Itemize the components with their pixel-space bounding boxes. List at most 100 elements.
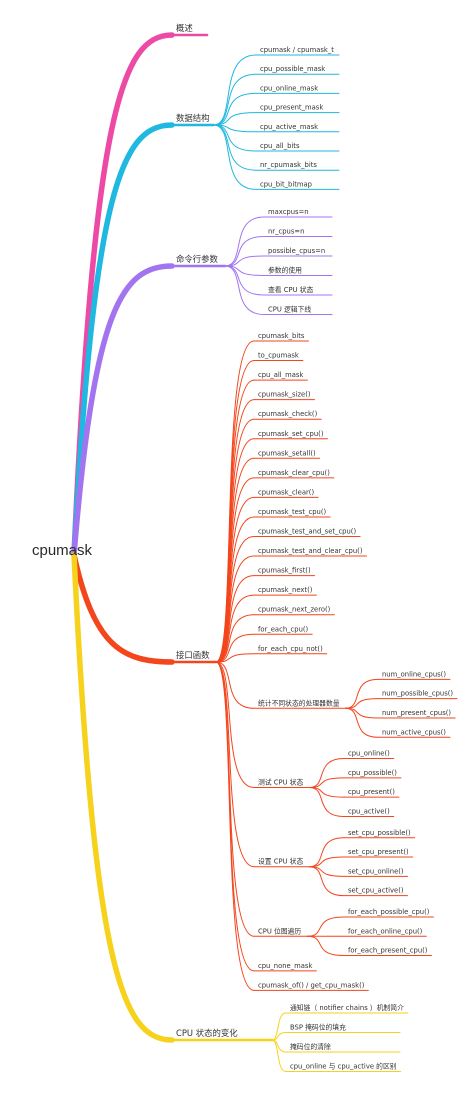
sub-leaf-topic[interactable]: cpu_present() — [348, 788, 395, 796]
sub-leaf-connector — [308, 866, 345, 897]
leaf-topic[interactable]: cpumask_first() — [258, 567, 311, 575]
leaf-connector — [271, 1012, 287, 1041]
leaf-topic[interactable]: cpu_none_mask — [258, 962, 312, 970]
leaf-connector — [215, 661, 255, 991]
leaf-connector — [215, 536, 255, 663]
leaf-topic[interactable]: cpu_all_bits — [260, 142, 300, 150]
leaf-topic[interactable]: cpumask_setall() — [258, 449, 316, 457]
branch-topic[interactable]: 命令行参数 — [176, 254, 218, 264]
leaf-topic[interactable]: cpumask / cpumask_t — [260, 46, 334, 54]
leaf-connector — [215, 661, 255, 868]
leaf-topic[interactable]: 查看 CPU 状态 — [268, 285, 314, 294]
branch-connector — [72, 553, 174, 1042]
sub-topic[interactable]: 设置 CPU 状态 — [258, 857, 304, 866]
sub-leaf-topic[interactable]: set_cpu_present() — [348, 848, 409, 856]
sub-leaf-topic[interactable]: num_possible_cpus() — [382, 690, 453, 698]
sub-leaf-connector — [308, 758, 345, 788]
sub-leaf-connector — [308, 837, 345, 868]
leaf-topic[interactable]: to_cpumask — [258, 352, 299, 360]
leaf-topic[interactable]: cpu_online 与 cpu_active 的区别 — [290, 1062, 397, 1071]
leaf-topic[interactable]: cpu_possible_mask — [260, 65, 325, 73]
leaf-topic[interactable]: cpu_bit_bitmap — [260, 180, 312, 188]
sub-leaf-topic[interactable]: for_each_possible_cpu() — [348, 908, 430, 916]
leaf-topic[interactable]: 通知链（ notifier chains ）机制简介 — [290, 1003, 404, 1012]
leaf-topic[interactable]: 掩码位的清除 — [290, 1042, 331, 1051]
sub-leaf-connector — [308, 787, 345, 817]
leaf-connector — [213, 73, 257, 126]
leaf-connector — [215, 661, 255, 788]
leaf-topic[interactable]: cpumask_clear_cpu() — [258, 469, 330, 477]
leaf-topic[interactable]: cpumask_of() / get_cpu_mask() — [258, 981, 365, 989]
leaf-connector — [224, 265, 265, 296]
branch-connector — [72, 264, 174, 557]
branch-connector — [72, 553, 174, 664]
sub-leaf-connector — [345, 678, 379, 709]
leaf-connector — [213, 54, 257, 126]
sub-leaf-topic[interactable]: for_each_online_cpu() — [348, 927, 423, 935]
leaf-topic[interactable]: cpumask_next_zero() — [258, 606, 331, 614]
leaf-topic[interactable]: for_each_cpu_not() — [258, 645, 323, 653]
sub-topic[interactable]: 测试 CPU 状态 — [258, 778, 304, 787]
leaf-topic[interactable]: cpumask_clear() — [258, 488, 314, 496]
leaf-topic[interactable]: cpumask_bits — [258, 332, 305, 340]
leaf-topic[interactable]: cpu_active_mask — [260, 123, 318, 131]
leaf-connector — [213, 124, 257, 190]
leaf-connector — [215, 575, 255, 663]
sub-leaf-connector — [306, 935, 345, 957]
sub-leaf-topic[interactable]: cpu_possible() — [348, 769, 397, 777]
branch-topic[interactable]: 数据结构 — [176, 113, 210, 123]
leaf-connector — [215, 661, 255, 709]
leaf-connector — [215, 653, 255, 663]
leaf-topic[interactable]: nr_cpus=n — [268, 228, 304, 236]
leaf-topic[interactable]: cpumask_size() — [258, 391, 311, 399]
leaf-topic[interactable]: cpumask_test_and_set_cpu() — [258, 528, 356, 536]
branch-topic[interactable]: 接口函数 — [176, 650, 210, 660]
sub-leaf-topic[interactable]: set_cpu_active() — [348, 887, 404, 895]
leaf-topic[interactable]: possible_cpus=n — [268, 247, 325, 255]
leaf-connector — [215, 594, 255, 663]
sub-leaf-topic[interactable]: set_cpu_online() — [348, 867, 404, 875]
leaf-topic[interactable]: nr_cpumask_bits — [260, 161, 317, 169]
leaf-connector — [224, 255, 265, 267]
leaf-topic[interactable]: for_each_cpu() — [258, 625, 309, 633]
sub-leaf-topic[interactable]: cpu_online() — [348, 750, 390, 758]
leaf-topic[interactable]: maxcpus=n — [268, 208, 309, 216]
root-topic[interactable]: cpumask — [32, 542, 93, 559]
sub-leaf-topic[interactable]: cpu_active() — [348, 807, 390, 815]
leaf-connector — [215, 661, 255, 937]
sub-leaf-topic[interactable]: num_active_cpus() — [382, 728, 446, 736]
sub-leaf-topic[interactable]: for_each_present_cpu() — [348, 947, 428, 955]
leaf-topic[interactable]: cpumask_test_and_clear_cpu() — [258, 547, 363, 555]
leaf-topic[interactable]: cpu_online_mask — [260, 84, 318, 92]
sub-leaf-topic[interactable]: num_online_cpus() — [382, 670, 446, 678]
sub-leaf-topic[interactable]: num_present_cpus() — [382, 709, 451, 717]
leaf-topic[interactable]: 参数的使用 — [268, 266, 302, 275]
leaf-topic[interactable]: cpu_present_mask — [260, 104, 323, 112]
leaf-topic[interactable]: BSP 掩码位的填充 — [290, 1023, 346, 1032]
leaf-connector — [213, 92, 257, 126]
branch-connector — [72, 123, 174, 557]
leaf-topic[interactable]: cpu_all_mask — [258, 371, 303, 379]
leaf-connector — [224, 236, 265, 267]
branch-topic[interactable]: CPU 状态的变化 — [176, 1028, 238, 1038]
leaf-connector — [224, 216, 265, 267]
sub-topic[interactable]: 统计不同状态的处理器数量 — [258, 698, 340, 707]
sub-leaf-connector — [345, 707, 379, 738]
leaf-connector — [215, 614, 255, 663]
sub-leaf-connector — [306, 916, 345, 937]
leaf-topic[interactable]: cpumask_test_cpu() — [258, 508, 326, 516]
sub-topic[interactable]: CPU 位图遍历 — [258, 926, 301, 935]
branch-connector — [71, 552, 175, 665]
connector-layer — [71, 32, 458, 1072]
leaf-connector — [215, 633, 255, 663]
leaf-topic[interactable]: CPU 逻辑下线 — [268, 305, 311, 314]
branch-topic[interactable]: 概述 — [176, 23, 193, 33]
leaf-connector — [213, 124, 257, 152]
leaf-topic[interactable]: cpumask_check() — [258, 410, 318, 418]
sub-leaf-topic[interactable]: set_cpu_possible() — [348, 829, 411, 837]
leaf-topic[interactable]: cpumask_next() — [258, 586, 313, 594]
leaf-topic[interactable]: cpumask_set_cpu() — [258, 430, 324, 438]
